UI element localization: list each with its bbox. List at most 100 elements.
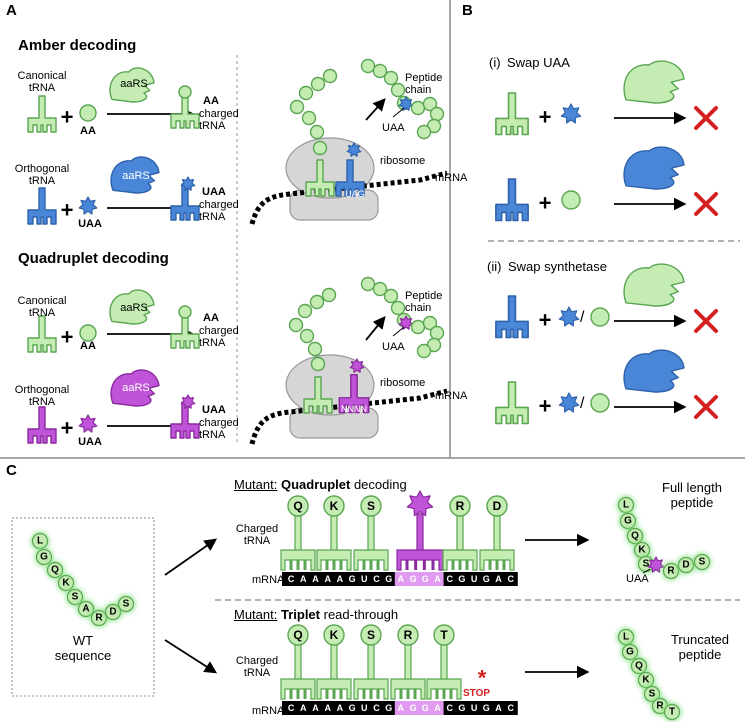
- quad-uaa-pointer: [392, 326, 405, 337]
- amber-aa-ball: [79, 104, 97, 122]
- swap-uaa-row-2-plus: +: [539, 191, 552, 216]
- amber-plus-1: +: [61, 105, 74, 130]
- swap-synth-row-1-circle: [590, 307, 610, 327]
- trip-c-trna-4-aa: [433, 624, 455, 646]
- amber-peptide-ball-1: [372, 63, 388, 79]
- trunc-residue-3-letter: K: [642, 675, 650, 686]
- quad-c-trna-4-aa-letter: R: [456, 499, 465, 513]
- quad-c-trna-1-stem: [330, 513, 338, 551]
- swap-uaa-title: Swap UAA: [507, 55, 570, 70]
- quad-c-trna-3-stem: [416, 513, 424, 551]
- stop-label: STOP: [463, 688, 491, 699]
- amber-aars-blue-label: aaRS: [122, 170, 150, 182]
- amber-aa-product: AA: [203, 95, 219, 107]
- wt-residue-4-letter: S: [72, 592, 79, 603]
- amber-aars-blue: [110, 156, 160, 194]
- full-length-label: Full length peptide: [662, 480, 722, 510]
- wt-residue-5-letter: A: [82, 604, 89, 615]
- amber-ribo-chain-ball-4: [298, 85, 314, 101]
- quad-title: Quadruplet decoding: [18, 250, 169, 267]
- swap-synth-row-2-trna-shape: [495, 381, 529, 425]
- swap-uaa-row-1-trna-shape: [495, 92, 529, 136]
- trip-c-trna-3-aa-letter: R: [404, 628, 413, 642]
- amber-uaa-charged-star: [180, 176, 196, 191]
- quad-mrna-strand: [249, 388, 448, 445]
- stop-asterisk: *: [478, 666, 487, 691]
- trip-c-trna-2-aa: [360, 624, 382, 646]
- amber-ribo-trna-blue: [335, 159, 365, 197]
- quad-c-nt-2: A: [312, 574, 319, 584]
- full-uaa-label: UAA: [626, 573, 649, 585]
- amber-charged-trna-1: charged tRNA: [199, 108, 239, 133]
- quad-c-trna-5-aa: [486, 495, 508, 517]
- quad-uaa-charged-trna-shape: [170, 401, 200, 439]
- wt-residue-1-letter: G: [40, 552, 48, 563]
- amber-ribo-chain-ball-0: [312, 140, 328, 156]
- amber-ribo-trna-green: [305, 159, 335, 197]
- trip-c-nt-16: G: [483, 703, 490, 713]
- amber-plus-2: +: [61, 198, 74, 223]
- trip-c-nt-14: G: [458, 703, 465, 713]
- quad-c-nt-3: A: [324, 574, 331, 584]
- amber-ribo-chain-ball-3: [289, 99, 305, 115]
- swap-uaa-row-2-trna-shape: [495, 178, 529, 222]
- quad-c-nt-4: A: [337, 574, 344, 584]
- amber-canonical-trna-label: Canonical tRNA: [17, 70, 67, 95]
- trunc-residue-5-letter: R: [656, 701, 664, 712]
- wt-residue-0-letter: L: [37, 536, 43, 547]
- wt-sequence-label: WT sequence: [54, 633, 112, 663]
- quad-c-nt-6: U: [361, 574, 368, 584]
- triplet-word: Triplet: [280, 607, 320, 622]
- swap-uaa-row-1-cross: [694, 106, 718, 130]
- quad-c-nt-10: G: [410, 574, 417, 584]
- amber-uaa-label: UAA: [78, 218, 102, 230]
- quad-aa-product: AA: [203, 312, 219, 324]
- quad-uaa-label: UAA: [78, 436, 102, 448]
- trip-rest: read-through: [320, 607, 399, 622]
- quad-aa-charged-trna: [170, 311, 200, 349]
- trip-c-trna-4-aa-letter: T: [440, 628, 448, 642]
- quad-c-trna-4-stem: [456, 513, 464, 551]
- quad-ribosome-label: ribosome: [380, 377, 426, 389]
- swap-uaa-row-1-star: [560, 103, 582, 124]
- quad-c-trna-4-aa: [449, 495, 471, 517]
- quad-ribo-chain-ball-6: [321, 287, 337, 303]
- full-residue-2-letter: Q: [631, 531, 639, 542]
- amber-ribo-chain-ball-6: [322, 68, 338, 84]
- swap-uaa-number: (i): [489, 55, 501, 70]
- quad-ribo-chain-ball-2: [299, 328, 315, 344]
- full-residue-1-letter: G: [624, 516, 632, 527]
- trunc-residue-6: [663, 703, 681, 721]
- quad-c-mrna-highlight: [394, 572, 444, 586]
- quad-aa-ball: [79, 324, 97, 342]
- trunc-residue-2: [630, 657, 648, 675]
- amber-uaa-charged-trna: [170, 183, 200, 221]
- quad-canonical-trna-shape: [27, 315, 57, 353]
- quad-c-trna-1-aa-letter: K: [330, 499, 339, 513]
- trip-c-nt-0: C: [288, 703, 295, 713]
- quad-c-nt-18: C: [507, 574, 514, 584]
- amber-peptide-uaa: [398, 96, 414, 111]
- quad-c-trna-3-body: [396, 549, 444, 571]
- wt-residue-8-letter: S: [123, 599, 130, 610]
- swap-synth-row-1-plus: +: [539, 308, 552, 333]
- quad-c-nt-12: A: [434, 574, 441, 584]
- trip-c-trna-0-aa-letter: Q: [293, 628, 302, 642]
- trip-c-nt-13: C: [446, 703, 453, 713]
- full-residue-4-letter: S: [643, 559, 650, 570]
- amber-aars-green: [109, 67, 155, 103]
- amber-uaa-product: UAA: [202, 186, 226, 198]
- amber-codon: UAG: [345, 189, 365, 199]
- trip-c-trna-2-aa-letter: S: [367, 628, 375, 642]
- quad-peptide-ball-0: [360, 276, 376, 292]
- swap-synth-number: (ii): [487, 259, 502, 274]
- amber-uaa-charged-trna-shape: [170, 183, 200, 221]
- quad-rest: decoding: [350, 477, 407, 492]
- amber-peptide-ball-0: [360, 58, 376, 74]
- swap-synth-row-2-circle: [590, 393, 610, 413]
- trip-c-nt-8: G: [385, 703, 392, 713]
- quad-ribo-chain-ball-5: [309, 294, 325, 310]
- quad-peptide-tail-2: [429, 325, 445, 341]
- quad-c-trna-2-stem: [367, 513, 375, 551]
- quad-orthogonal-trna-label: Orthogonal tRNA: [14, 384, 70, 409]
